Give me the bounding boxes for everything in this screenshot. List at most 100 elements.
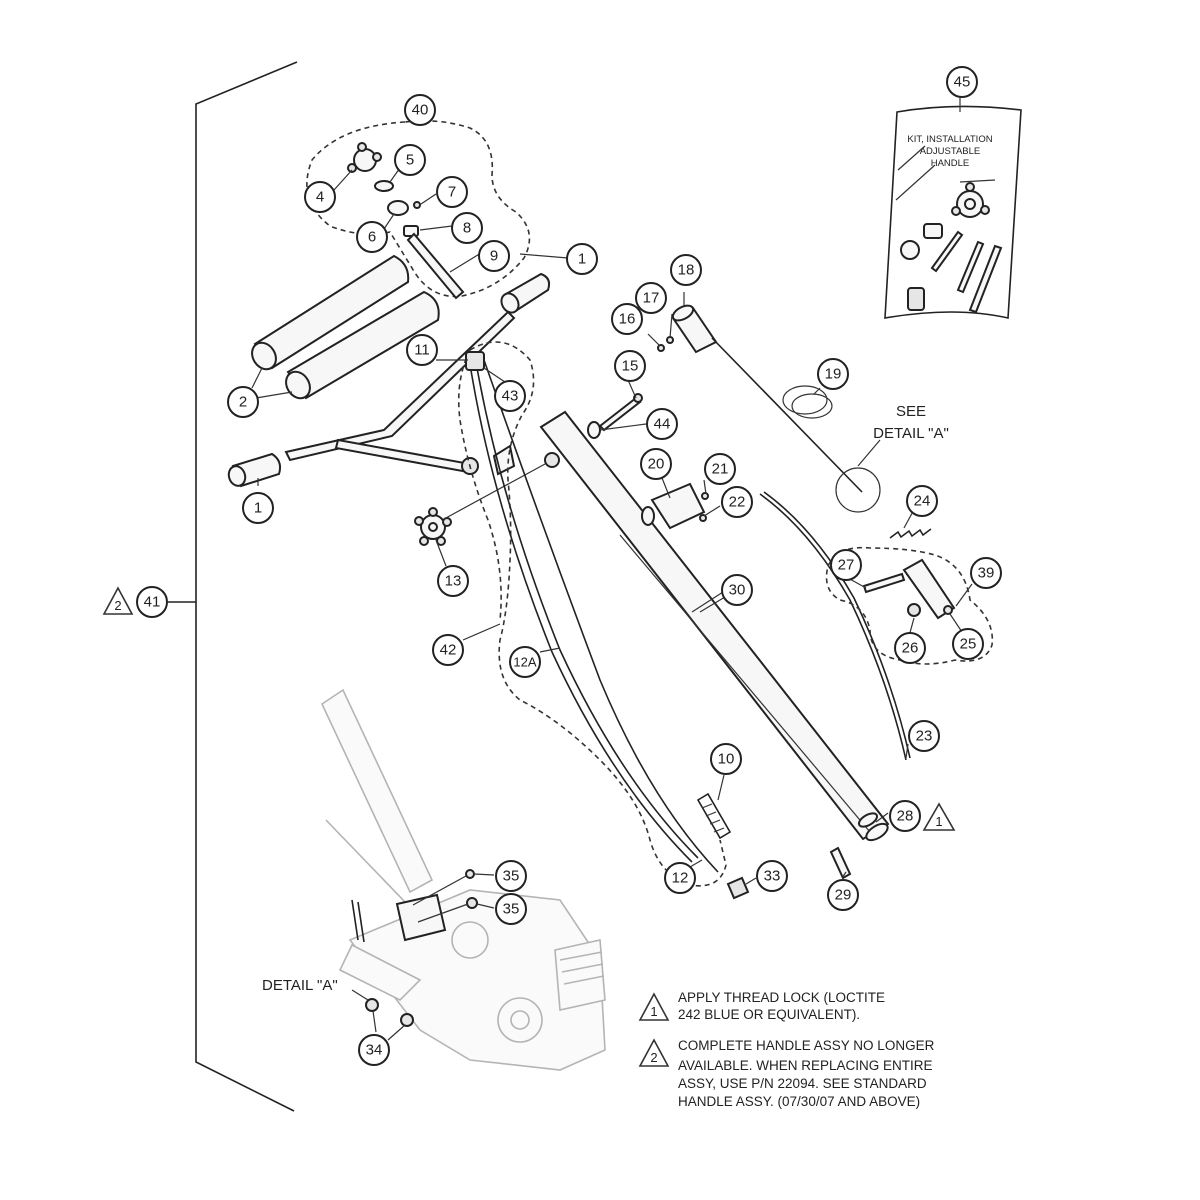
svg-text:HANDLE ASSY. (07/30/07 AND ABO: HANDLE ASSY. (07/30/07 AND ABOVE)	[678, 1094, 920, 1109]
svg-text:29: 29	[835, 887, 852, 904]
nut-34-right	[400, 1013, 414, 1027]
svg-text:8: 8	[463, 220, 471, 237]
callout-12a: 12A	[509, 646, 541, 678]
kit-washer	[900, 240, 920, 260]
leader-lines	[251, 164, 973, 1041]
callout-45: 45	[946, 66, 978, 98]
warning-triangle-2: 2	[102, 586, 134, 615]
svg-text:13: 13	[445, 573, 462, 590]
cable-loop-19	[782, 385, 828, 415]
callout-7: 7	[436, 176, 468, 208]
pin-29	[829, 846, 852, 880]
lever-43	[465, 351, 485, 371]
callout-30: 30	[721, 574, 753, 606]
svg-text:ASSY, USE P/N 22094. SEE STAND: ASSY, USE P/N 22094. SEE STANDARD	[678, 1076, 927, 1091]
kit-rod	[968, 244, 1003, 314]
svg-text:28: 28	[897, 808, 914, 825]
svg-text:25: 25	[960, 636, 977, 653]
svg-text:42: 42	[440, 642, 457, 659]
svg-text:27: 27	[838, 557, 855, 574]
svg-text:2: 2	[114, 598, 121, 613]
callout-17: 17	[635, 282, 667, 314]
kit-knob	[951, 182, 990, 218]
kit-label-line1: KIT, INSTALLATION	[907, 134, 992, 145]
bushing-6	[387, 200, 409, 216]
main-tube-30	[539, 410, 890, 841]
svg-text:5: 5	[406, 152, 414, 169]
callout-20: 20	[640, 448, 672, 480]
callout-24: 24	[906, 485, 938, 517]
warning-triangle-1: 1	[922, 802, 956, 831]
svg-text:44: 44	[654, 416, 671, 433]
kit-bolt	[930, 230, 964, 273]
screw-22	[699, 514, 707, 522]
kit-label-line3: HANDLE	[931, 158, 970, 169]
svg-text:15: 15	[622, 358, 639, 375]
svg-text:21: 21	[712, 461, 729, 478]
control-rod-12	[483, 359, 719, 873]
nut-35-lower	[466, 897, 478, 909]
svg-text:34: 34	[366, 1042, 383, 1059]
see-detail-label: DETAIL "A"	[873, 425, 949, 442]
callout-19: 19	[817, 358, 849, 390]
svg-text:30: 30	[729, 582, 746, 599]
callout-2: 2	[227, 386, 259, 418]
control-rod-12a	[475, 361, 699, 859]
callout-13: 13	[437, 565, 469, 597]
kit-pin	[956, 240, 985, 294]
callout-1-lower: 1	[242, 492, 274, 524]
callout-35-upper: 35	[495, 860, 527, 892]
svg-text:1: 1	[650, 1004, 657, 1019]
callout-16: 16	[611, 303, 643, 335]
spring-24	[889, 528, 932, 539]
callout-43: 43	[494, 380, 526, 412]
latch-25	[902, 558, 956, 620]
svg-text:6: 6	[368, 229, 376, 246]
screw-21	[701, 492, 709, 500]
spring-10	[696, 792, 732, 840]
callout-42: 42	[432, 634, 464, 666]
spacer-44	[587, 421, 601, 439]
svg-text:22: 22	[729, 494, 746, 511]
callout-25: 25	[952, 628, 984, 660]
svg-text:12A: 12A	[513, 655, 536, 670]
knob-4	[347, 142, 382, 173]
callout-9: 9	[478, 240, 510, 272]
svg-text:1: 1	[254, 500, 262, 517]
screw-16	[657, 344, 665, 352]
svg-text:4: 4	[316, 189, 324, 206]
svg-text:35: 35	[503, 868, 520, 885]
cable-19	[711, 337, 863, 493]
callout-11: 11	[406, 334, 438, 366]
svg-text:12: 12	[672, 870, 689, 887]
collar-28	[857, 812, 879, 828]
callout-5: 5	[394, 144, 426, 176]
svg-text:11: 11	[414, 342, 430, 359]
svg-text:18: 18	[678, 262, 695, 279]
svg-text:43: 43	[502, 388, 519, 405]
see-label: SEE	[896, 403, 926, 420]
callout-15: 15	[614, 350, 646, 382]
svg-text:40: 40	[412, 102, 429, 119]
callout-12: 12	[664, 862, 696, 894]
svg-text:1: 1	[935, 814, 942, 829]
detail-a-mower	[320, 688, 606, 1071]
nut-26	[907, 603, 921, 617]
latch-group-outline	[825, 546, 994, 665]
kit-nut	[923, 223, 943, 239]
cable-23	[759, 493, 907, 761]
callout-22: 22	[721, 486, 753, 518]
callout-40: 40	[404, 94, 436, 126]
svg-text:20: 20	[648, 456, 665, 473]
pin-27	[862, 572, 906, 594]
svg-text:1: 1	[578, 251, 586, 268]
callout-1-upper: 1	[566, 243, 598, 275]
svg-text:2: 2	[239, 394, 247, 411]
detail-a-label: DETAIL "A"	[262, 977, 338, 994]
svg-text:17: 17	[643, 290, 660, 307]
ball-7	[413, 201, 421, 209]
callout-39: 39	[970, 557, 1002, 589]
kit-bag	[884, 105, 1022, 319]
svg-text:33: 33	[764, 868, 781, 885]
